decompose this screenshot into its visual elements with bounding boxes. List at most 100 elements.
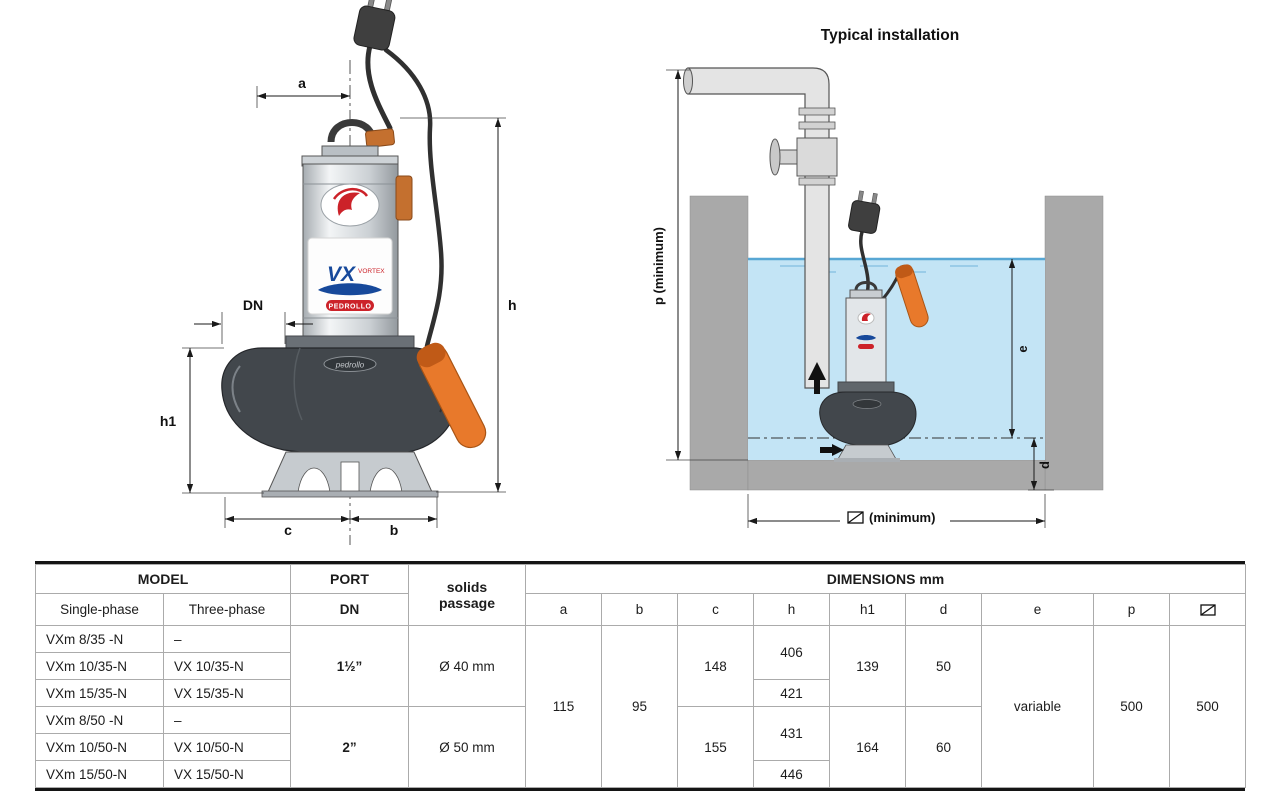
dim-b-value: 95 [601,625,678,788]
dim-h-label: h [508,297,517,313]
header-single-phase: Single-phase [35,593,164,626]
pump-plug-icon [848,190,881,234]
table-row: VXm 15/50-N VX 15/50-N 446 [35,760,1246,788]
dim-d-value: 60 [905,706,982,788]
dimension-c: c [224,497,350,538]
header-dim-square [1168,593,1247,626]
dim-p-label: p (minimum) [651,227,666,305]
header-three-phase: Three-phase [163,593,291,626]
dim-a-label: a [298,75,306,91]
header-dim-b: b [601,593,678,626]
model-three: – [163,625,291,653]
dim-h-value: 431 [753,706,830,761]
header-dim-h1: h1 [829,593,906,626]
model-single: VXm 10/50-N [35,733,164,761]
pump-dimension-drawing: VX VORTEX PEDROLLO pedrollo a h [160,0,517,545]
header-dim-h: h [753,593,830,626]
flow-in-arrow-icon [820,444,844,456]
header-dim-d: d [905,593,982,626]
pump-handle [301,119,399,167]
model-single: VXm 15/50-N [35,760,164,788]
wave-icon [318,283,382,296]
solids-value: Ø 50 mm [408,706,526,788]
dimension-h1: h1 [160,347,264,494]
dim-h1-value: 139 [829,625,906,707]
vx-label: VX VORTEX PEDROLLO [318,263,385,311]
model-three: – [163,706,291,734]
float-switch-small [895,264,929,328]
solids-value: Ø 40 mm [408,625,526,707]
model-single: VXm 8/35 -N [35,625,164,653]
square-diagonal-icon [1199,604,1216,617]
vx-logo-text: VX [327,263,357,286]
submerged-pump [808,190,929,462]
model-single: VXm 15/35-N [35,679,164,707]
dim-p-value: 500 [1093,625,1170,788]
dim-c-label: c [284,522,292,538]
header-dimensions: DIMENSIONS mm [524,564,1247,594]
pedrollo-badge-text: PEDROLLO [329,304,372,311]
dim-c-value: 155 [677,706,754,788]
dimension-square-minimum: (minimum) [747,494,1046,528]
dim-b-label: b [390,522,399,538]
model-three: VX 15/50-N [163,760,291,788]
valve-handwheel [769,138,781,176]
header-model: MODEL [35,564,291,594]
dimension-e: e [1008,259,1030,438]
pump-stand [261,451,439,498]
dim-d-value: 50 [905,625,982,707]
header-solids-line1: solids [446,579,488,595]
dim-h1-label: h1 [160,413,177,429]
dimension-h: h [400,117,517,493]
dim-square-label: (minimum) [869,510,935,525]
header-dim-e: e [981,593,1094,626]
dimension-p-minimum: p (minimum) [651,69,748,461]
discharge-piping [683,67,838,389]
dimension-b: b [350,497,438,538]
vortex-logo-text: VORTEX [358,268,385,275]
header-dn: DN [290,593,409,626]
power-cable [365,43,444,349]
dimension-dn: DN [194,297,313,344]
dim-e-value: variable [981,625,1094,788]
dimension-d: d [1028,438,1054,491]
header-dim-c: c [677,593,754,626]
model-three: VX 15/35-N [163,679,291,707]
table-row: VXm 8/35 -N – 1½” Ø 40 mm 115 95 148 406… [35,625,1247,788]
dim-c-value: 148 [677,625,754,707]
power-plug-icon [353,0,396,51]
spec-table: MODEL PORT solids passage DIMENSIONS mm … [35,564,1247,788]
table-row: VXm 10/50-N VX 10/50-N [35,733,1246,761]
port-dn-value: 2” [290,706,409,788]
table-row: VXm 10/35-N VX 10/35-N [35,652,1246,680]
dim-e-label: e [1015,345,1030,352]
float-switch [416,342,487,449]
float-cable-clamp [395,175,413,221]
square-diagonal-icon [847,511,864,524]
volute-badge-text: pedrollo [335,361,365,370]
header-solids-passage: solids passage [408,564,526,626]
model-three: VX 10/50-N [163,733,291,761]
dim-h-value: 421 [753,679,830,707]
model-single: VXm 10/35-N [35,652,164,680]
dim-h-value: 406 [753,625,830,680]
pedrollo-emblem-icon [320,183,380,227]
model-single: VXm 8/50 -N [35,706,164,734]
gate-valve [769,137,838,177]
installation-title: Typical installation [820,27,960,44]
header-dim-p: p [1093,593,1170,626]
header-solids-line2: passage [438,595,496,611]
typical-installation-drawing: p (minimum) e d (minimum) [651,67,1104,528]
sump-pit [689,195,1104,491]
dimension-a: a [256,75,350,108]
dim-h1-value: 164 [829,706,906,788]
flow-up-arrow-icon [808,362,826,394]
port-dn-value: 1½” [290,625,409,707]
dim-a-value: 115 [525,625,602,788]
table-row: VXm 8/50 -N – 2” Ø 50 mm 155 431 164 60 [35,706,1246,788]
model-three: VX 10/35-N [163,652,291,680]
dim-dn-label: DN [243,297,263,313]
dim-square-value: 500 [1168,625,1247,788]
header-dim-a: a [525,593,602,626]
